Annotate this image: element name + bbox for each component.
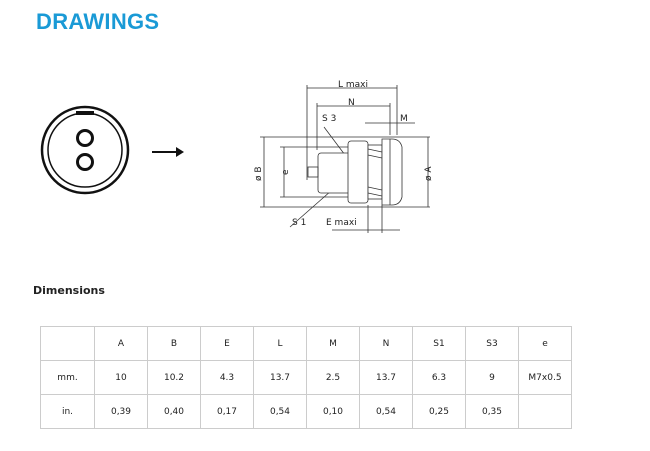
- table-cell: 4.3: [200, 360, 254, 395]
- table-cell: 0,54: [359, 394, 413, 429]
- table-cell: 0,40: [147, 394, 201, 429]
- table-header-row: A B E L M N S1 S3 e: [40, 326, 572, 361]
- label-m: M: [400, 114, 408, 124]
- section-heading: Dimensions: [33, 284, 105, 297]
- page-title: DRAWINGS: [36, 9, 160, 34]
- table-cell: 0,25: [412, 394, 466, 429]
- header-cell: S3: [465, 326, 519, 361]
- header-cell: E: [200, 326, 254, 361]
- label-s3: S 3: [322, 114, 336, 124]
- label-e-maxi: E maxi: [326, 218, 357, 228]
- table-row: in. 0,39 0,40 0,17 0,54 0,10 0,54 0,25 0…: [40, 394, 572, 429]
- header-cell: N: [359, 326, 413, 361]
- dimensions-table: A B E L M N S1 S3 e mm. 10 10.2 4.3 13.7…: [40, 326, 572, 429]
- connector-side-drawing: L maxi N M S 3 S 1 E maxi ø B ø A e: [254, 80, 434, 233]
- table-cell: [518, 394, 572, 429]
- header-cell: B: [147, 326, 201, 361]
- table-cell: 6.3: [412, 360, 466, 395]
- table-cell: 10: [94, 360, 148, 395]
- header-cell: M: [306, 326, 360, 361]
- table-cell: 13.7: [253, 360, 307, 395]
- table-cell: 0,39: [94, 394, 148, 429]
- table-cell: 10.2: [147, 360, 201, 395]
- table-cell: 0,17: [200, 394, 254, 429]
- header-cell: L: [253, 326, 307, 361]
- label-s1: S 1: [292, 218, 306, 228]
- table-cell: 13.7: [359, 360, 413, 395]
- table-cell: 0,10: [306, 394, 360, 429]
- header-cell: [40, 326, 95, 361]
- table-cell: 0,54: [253, 394, 307, 429]
- header-cell: S1: [412, 326, 466, 361]
- table-cell: in.: [40, 394, 95, 429]
- arrow-right-icon: [152, 147, 184, 157]
- header-cell: A: [94, 326, 148, 361]
- label-l-maxi: L maxi: [338, 80, 368, 90]
- table-cell: mm.: [40, 360, 95, 395]
- table-cell: M7x0.5: [518, 360, 572, 395]
- table-row: mm. 10 10.2 4.3 13.7 2.5 13.7 6.3 9 M7x0…: [40, 360, 572, 395]
- table-cell: 9: [465, 360, 519, 395]
- label-dia-b: ø B: [254, 166, 264, 181]
- label-e: e: [281, 169, 291, 175]
- label-dia-a: ø A: [424, 166, 434, 181]
- header-cell: e: [518, 326, 572, 361]
- label-n: N: [348, 98, 355, 108]
- table-cell: 0,35: [465, 394, 519, 429]
- table-cell: 2.5: [306, 360, 360, 395]
- connector-front-view: [40, 105, 130, 195]
